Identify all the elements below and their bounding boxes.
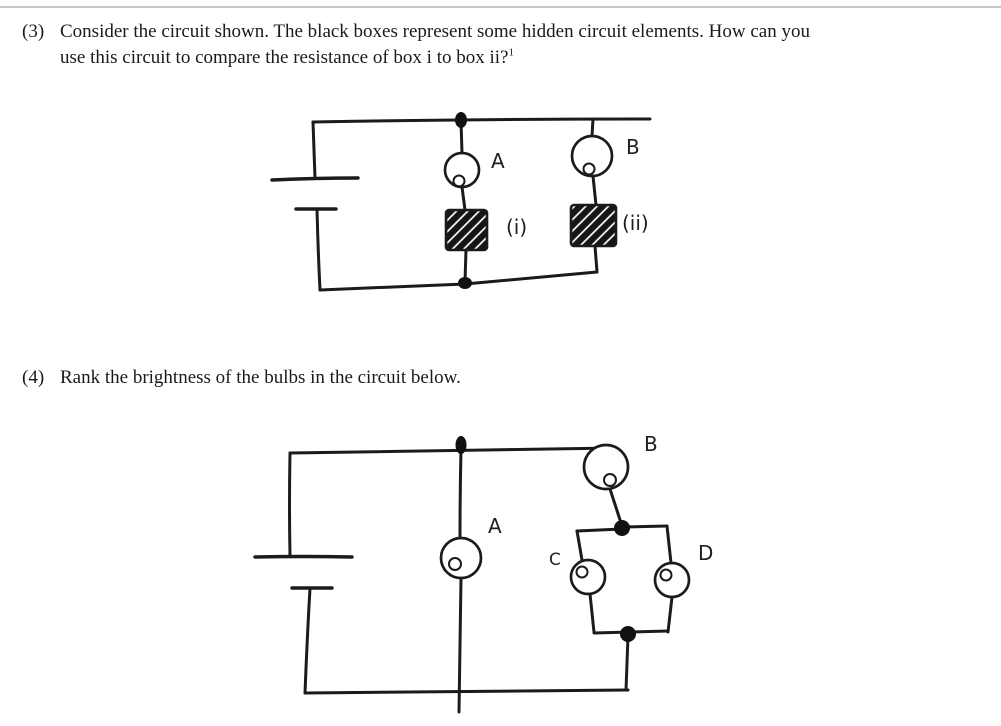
- bulb-a-label: A: [491, 149, 505, 173]
- black-box-ii: [569, 203, 618, 248]
- bulb-c-label: C: [549, 550, 561, 570]
- branch-a-bottom-wire: [457, 576, 463, 714]
- parallel-right-leg-bottom: [666, 595, 674, 634]
- junction-dot-parallel-bottom: [620, 626, 636, 642]
- bulb-a: [439, 536, 483, 580]
- battery-bottom-wire: [303, 586, 312, 695]
- bulb-c: [569, 558, 607, 596]
- bulb-a-glass: [439, 536, 483, 580]
- question-4-line-1: Rank the brightness of the bulbs in the …: [60, 367, 461, 388]
- battery-1: [270, 176, 360, 211]
- battery-to-top-rail-wire: [311, 120, 317, 180]
- bulb-b: [570, 134, 614, 178]
- page-top-rule: [0, 6, 1001, 8]
- top-rail-wire: [288, 446, 618, 455]
- circuit-diagram-2: A B C D: [253, 432, 713, 714]
- question-3-line-2-text: use this circuit to compare the resistan…: [60, 47, 509, 68]
- battery-long-plate: [253, 554, 354, 559]
- bulb-a-label: A: [488, 514, 502, 538]
- bulb-d: [653, 561, 691, 599]
- question-3-number: (3): [22, 21, 45, 42]
- battery-2: [253, 554, 354, 590]
- junction-dot-top: [455, 112, 467, 128]
- bulb-a: [443, 151, 481, 189]
- junction-dot-bottom: [458, 277, 472, 289]
- bulb-a-filament: [452, 174, 466, 188]
- bulb-b-filament: [603, 473, 617, 487]
- branch-b-bottom-wire: [593, 244, 599, 274]
- footnote-marker: 1: [508, 46, 515, 59]
- bulb-c-filament: [575, 565, 589, 579]
- branch-a-bottom-wire: [463, 248, 468, 284]
- black-box-i: [444, 208, 489, 252]
- box-i-label: (i): [506, 215, 527, 239]
- parallel-left-leg-top: [575, 529, 584, 562]
- branch-b-top-wire: [590, 117, 595, 138]
- bulb-c-glass: [569, 558, 607, 596]
- question-3-line-2: use this circuit to compare the resistan…: [60, 45, 810, 71]
- return-wire: [624, 634, 630, 692]
- left-vertical-wire: [288, 451, 292, 557]
- box-ii-label: (ii): [622, 211, 649, 235]
- parallel-left-leg-bottom: [588, 592, 596, 634]
- bulb-d-filament: [659, 568, 673, 582]
- bulb-b-glass: [570, 134, 614, 178]
- branch-b-mid-wire: [591, 174, 598, 207]
- junction-dot-top: [455, 436, 467, 454]
- bulb-b: [582, 443, 630, 491]
- battery-bottom-wire: [315, 207, 322, 292]
- question-4-text: Rank the brightness of the bulbs in the …: [60, 365, 461, 391]
- branch-a-top-wire: [458, 447, 463, 540]
- bulb-d-label: D: [698, 541, 713, 565]
- bulb-b-filament: [582, 162, 596, 176]
- question-3-line-1: Consider the circuit shown. The black bo…: [60, 21, 810, 42]
- branch-a-mid-wire: [460, 185, 467, 212]
- bulb-b-label: B: [644, 432, 658, 456]
- bulb-b-down-wire: [608, 487, 624, 528]
- parallel-right-leg-top: [665, 524, 673, 565]
- circuit-diagram-1: A B (i) (ii): [270, 112, 652, 292]
- top-rail-wire: [311, 117, 652, 124]
- bulb-b-glass: [582, 443, 630, 491]
- question-4: (4) Rank the brightness of the bulbs in …: [22, 365, 461, 391]
- question-3-text: Consider the circuit shown. The black bo…: [60, 19, 810, 71]
- question-4-number: (4): [22, 367, 45, 388]
- question-3: (3) Consider the circuit shown. The blac…: [22, 19, 810, 71]
- bottom-rail-wire: [303, 688, 630, 695]
- bulb-a-glass: [443, 151, 481, 189]
- bulb-a-filament: [448, 557, 462, 571]
- junction-dot-mid: [614, 520, 630, 536]
- bulb-d-glass: [653, 561, 691, 599]
- bulb-b-label: B: [626, 135, 640, 159]
